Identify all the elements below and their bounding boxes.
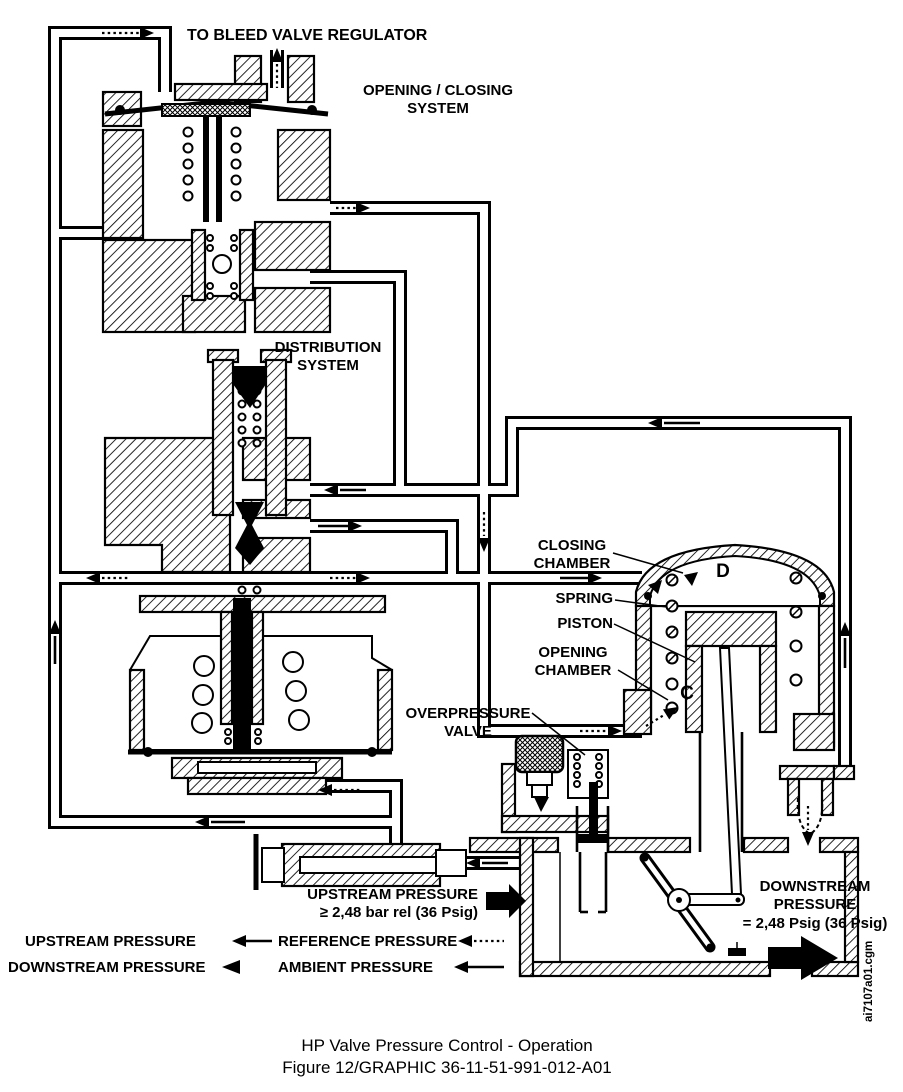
label-opening-closing-1: OPENING / CLOSING bbox=[363, 82, 513, 99]
ball bbox=[212, 254, 232, 274]
flow-arrow-left bbox=[648, 417, 662, 429]
graphic-filename-watermark: ai7107a01.cgm bbox=[863, 941, 875, 1022]
callout-downstream-title-2: PRESSURE bbox=[774, 896, 857, 913]
legend-downstream: DOWNSTREAM PRESSURE bbox=[8, 959, 206, 976]
callout-upstream-value: ≥ 2,48 bar rel (36 Psig) bbox=[320, 904, 478, 921]
flow-arrow-up-dashed bbox=[271, 48, 283, 62]
label-piston: PISTON bbox=[557, 615, 613, 632]
servo-stem bbox=[233, 598, 251, 750]
leader-lines bbox=[531, 552, 696, 756]
flow-arrows bbox=[49, 27, 851, 980]
distribution-assembly bbox=[103, 348, 312, 631]
triangle-left-arrow-icon bbox=[222, 960, 240, 974]
label-opening-chamber-2: CHAMBER bbox=[535, 662, 612, 679]
upstream-fitting bbox=[253, 834, 467, 890]
label-bleed-regulator: TO BLEED VALVE REGULATOR bbox=[187, 27, 428, 44]
label-closing-chamber-2: CHAMBER bbox=[534, 555, 611, 572]
label-spring: SPRING bbox=[555, 590, 613, 607]
callout-upstream-title: UPSTREAM PRESSURE bbox=[307, 886, 478, 903]
flow-arrow-right-dashed bbox=[140, 27, 154, 39]
diaphragm bbox=[104, 99, 329, 117]
lower-poppet bbox=[235, 502, 264, 565]
legend-upstream: UPSTREAM PRESSURE bbox=[25, 933, 196, 950]
butterfly-valve bbox=[639, 852, 745, 953]
label-distribution-1: DISTRIBUTION bbox=[275, 339, 382, 356]
callout-downstream-title-1: DOWNSTREAM bbox=[760, 878, 871, 895]
label-chamber-d: D bbox=[716, 561, 730, 582]
caption-title: HP Valve Pressure Control - Operation bbox=[301, 1036, 592, 1055]
flow-arrow-up bbox=[839, 622, 851, 636]
legend-ambient: AMBIENT PRESSURE bbox=[278, 959, 433, 976]
label-distribution-2: SYSTEM bbox=[297, 357, 359, 374]
adjuster-knob bbox=[514, 734, 565, 774]
pressure-legend: UPSTREAM PRESSURE REFERENCE PRESSURE DOW… bbox=[8, 933, 504, 976]
piston-rod bbox=[718, 647, 743, 895]
servo-assembly bbox=[128, 594, 394, 796]
flow-mark bbox=[648, 580, 662, 594]
callout-downstream-value: = 2,48 Psig (36 Psig) bbox=[743, 915, 888, 932]
label-chamber-c: C bbox=[680, 683, 694, 704]
valve-stem bbox=[203, 116, 209, 222]
solid-left-arrow-icon bbox=[454, 961, 468, 973]
caption-figure-number: Figure 12/GRAPHIC 36-11-51-991-012-A01 bbox=[282, 1058, 611, 1077]
label-overpressure-2: VALVE bbox=[444, 723, 492, 740]
spring-coils bbox=[182, 126, 242, 202]
upstream-block-arrow bbox=[486, 884, 526, 918]
legend-reference: REFERENCE PRESSURE bbox=[278, 933, 457, 950]
spool-poppet bbox=[233, 366, 266, 408]
dashed-left-arrow-icon bbox=[458, 935, 472, 947]
flow-arrow-down-dashed bbox=[478, 538, 490, 552]
label-opening-chamber-1: OPENING bbox=[538, 644, 607, 661]
downstream-port bbox=[778, 764, 856, 836]
hp-duct bbox=[468, 836, 860, 978]
overpressure-valve-assembly bbox=[500, 734, 610, 914]
piston bbox=[684, 610, 778, 648]
flow-mark bbox=[684, 572, 698, 586]
solid-left-arrow-icon bbox=[232, 935, 246, 947]
label-opening-closing-2: SYSTEM bbox=[407, 100, 469, 117]
actuator-assembly bbox=[622, 543, 836, 895]
label-closing-chamber-1: CLOSING bbox=[538, 537, 606, 554]
label-overpressure-1: OVERPRESSURE bbox=[405, 705, 530, 722]
opening-closing-assembly bbox=[101, 54, 332, 334]
downstream-block-arrow bbox=[768, 936, 838, 980]
